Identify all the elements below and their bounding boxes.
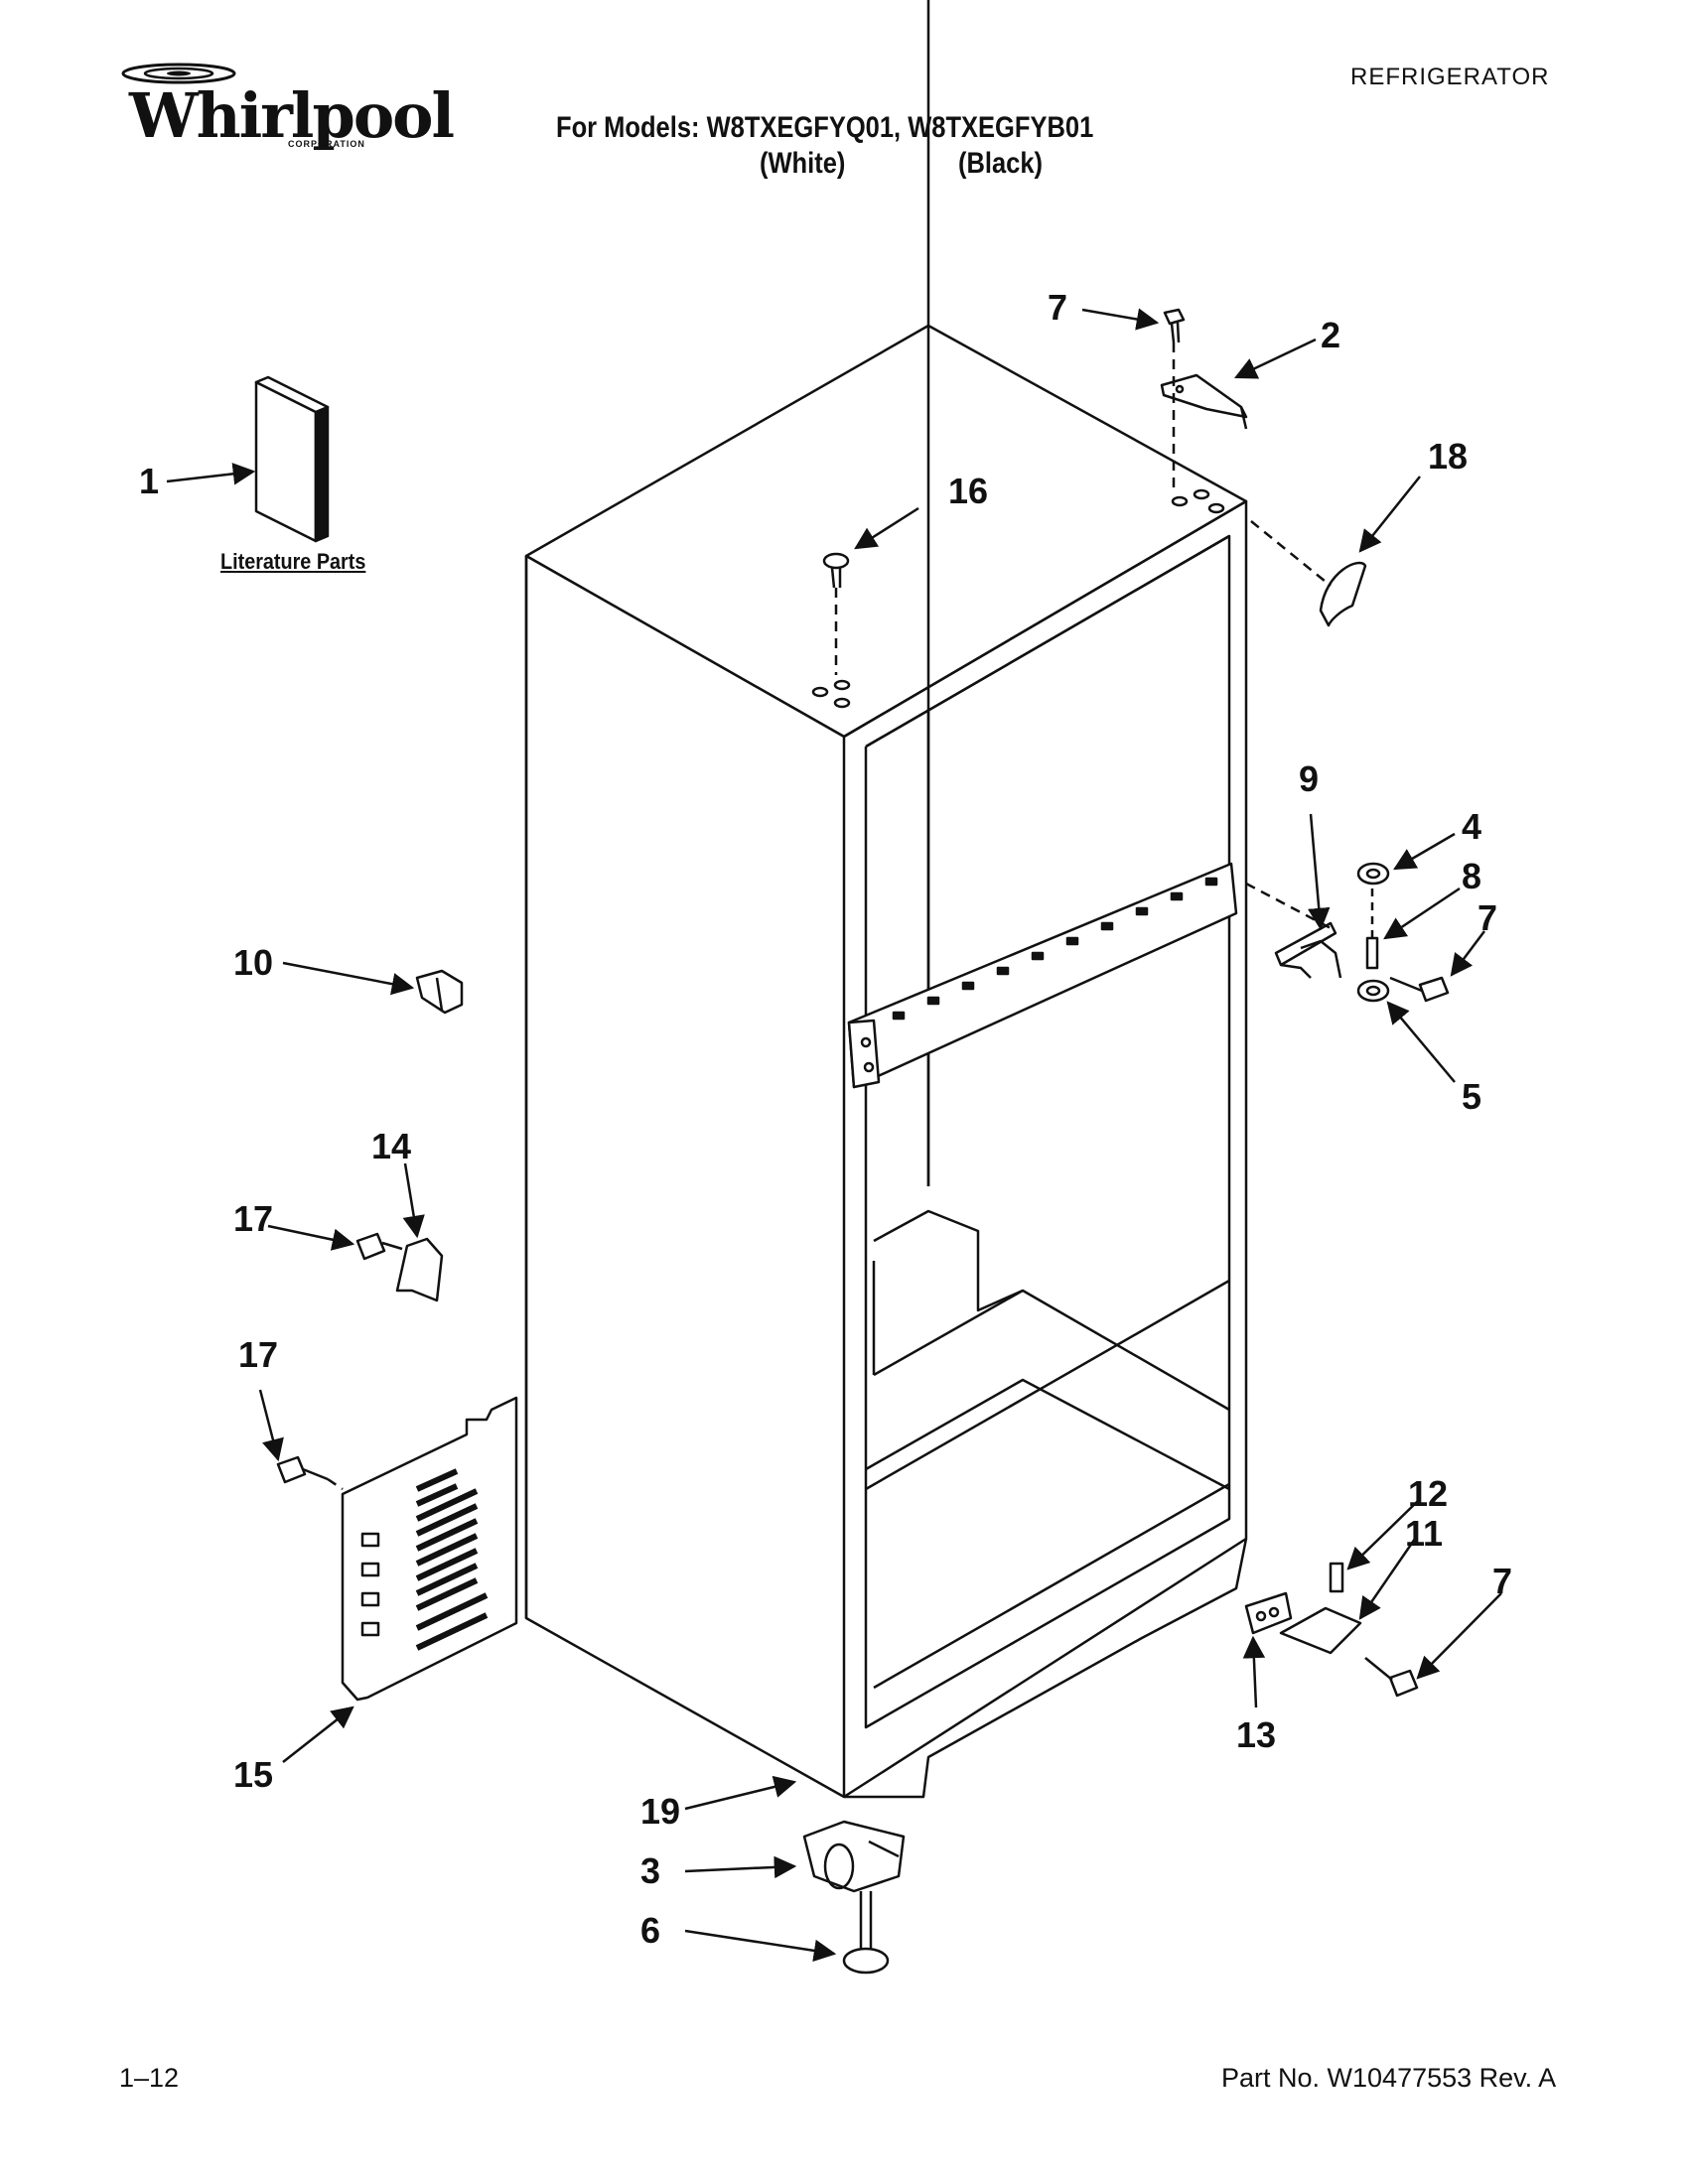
callout-4: 4 xyxy=(1462,806,1481,847)
callout-17-upper: 17 xyxy=(233,1198,273,1239)
screw-center-icon xyxy=(1389,976,1450,1003)
callout-7-center: 7 xyxy=(1477,897,1497,938)
spacer-icon xyxy=(1244,1591,1293,1635)
callout-12: 12 xyxy=(1408,1473,1448,1514)
callout-2: 2 xyxy=(1321,315,1340,355)
callout-13: 13 xyxy=(1236,1714,1276,1755)
screw-bottom-icon xyxy=(1364,1657,1419,1698)
hinge-pin-icon xyxy=(1365,888,1379,970)
callout-9: 9 xyxy=(1299,758,1319,799)
callout-7-top: 7 xyxy=(1048,287,1067,328)
callout-1: 1 xyxy=(139,461,159,501)
callout-15: 15 xyxy=(233,1754,273,1795)
page-number: 1–12 xyxy=(119,2063,180,2093)
callout-6: 6 xyxy=(640,1910,660,1951)
brand-subtitle: CORPORATION xyxy=(288,139,365,149)
roller-assembly-icon xyxy=(802,1820,906,1893)
callout-11: 11 xyxy=(1405,1513,1443,1554)
literature-parts-label: Literature Parts xyxy=(220,549,366,574)
callout-7-bottom: 7 xyxy=(1492,1561,1512,1601)
callout-5: 5 xyxy=(1462,1076,1481,1117)
whirlpool-swirl-logo-icon xyxy=(121,63,236,84)
refrigerator-cabinet xyxy=(524,0,1248,1799)
callout-8: 8 xyxy=(1462,856,1481,896)
cabinet-plug-icon xyxy=(822,552,850,589)
literature-book-icon xyxy=(254,375,330,543)
callout-3: 3 xyxy=(640,1850,660,1891)
part-number: Part No. W10477553 Rev. A xyxy=(1221,2063,1557,2093)
callout-16: 16 xyxy=(948,471,988,511)
callout-17-lower: 17 xyxy=(238,1334,278,1375)
model-color-white: (White) xyxy=(760,147,846,180)
center-rail xyxy=(847,862,1238,1089)
bottom-pin-icon xyxy=(1329,1562,1344,1593)
bushing-top-icon xyxy=(1356,862,1390,886)
screw-lower-icon xyxy=(276,1455,329,1484)
appliance-category: REFRIGERATOR xyxy=(1350,64,1550,90)
models-line: For Models: W8TXEGFYQ01, W8TXEGFYB01 xyxy=(556,111,1094,144)
bottom-hinge-icon xyxy=(1279,1606,1362,1655)
callout-18: 18 xyxy=(1428,436,1468,477)
access-cover-icon xyxy=(341,1396,518,1702)
callout-10: 10 xyxy=(233,942,273,983)
top-hinge-icon xyxy=(1160,373,1248,430)
bushing-bottom-icon xyxy=(1356,979,1390,1003)
screw-left-icon xyxy=(355,1232,403,1261)
model-color-black: (Black) xyxy=(958,147,1044,180)
screw-icon xyxy=(1163,308,1186,343)
center-hinge-icon xyxy=(1274,921,1342,979)
clip-icon xyxy=(415,969,464,1015)
callout-14: 14 xyxy=(371,1126,411,1166)
hinge-cover-icon xyxy=(1319,561,1367,627)
leveling-screw-icon xyxy=(842,1891,890,1975)
brand-logo: Whirlpool xyxy=(129,79,455,152)
callout-19: 19 xyxy=(640,1791,680,1832)
bracket-icon xyxy=(395,1237,444,1302)
